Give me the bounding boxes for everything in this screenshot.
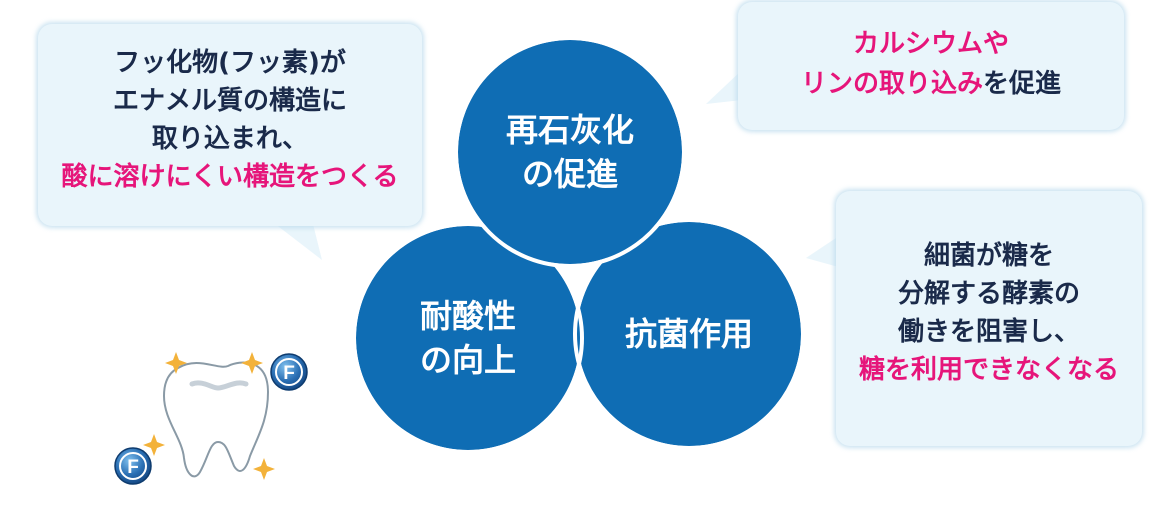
fluoride-badge-icon: F bbox=[270, 353, 308, 391]
bubble-right-tail bbox=[806, 234, 842, 268]
bubble-left-tail bbox=[270, 220, 322, 260]
bubble-top-right-rest: を促進 bbox=[983, 69, 1062, 99]
bubble-top-right-line-2: リンの取り込みを促進 bbox=[738, 64, 1124, 104]
circle-remineralization: 再石灰化 の促進 bbox=[458, 40, 682, 264]
bubble-calcium-phosphorus: カルシウムや リンの取り込みを促進 bbox=[738, 2, 1124, 130]
bubble-right-line-2: 分解する酵素の bbox=[897, 279, 1080, 309]
bubble-left-line-1: フッ化物(フッ素)が bbox=[114, 48, 346, 78]
fluoride-badge-letter: F bbox=[283, 363, 295, 384]
circle-acid-line-2: の向上 bbox=[419, 341, 516, 379]
sparkle-icon bbox=[143, 352, 275, 480]
bubble-top-right-highlight: リンの取り込み bbox=[800, 69, 983, 99]
bubble-top-right-tail bbox=[706, 70, 742, 104]
circle-acid-resistance: 耐酸性 の向上 bbox=[356, 226, 580, 450]
circle-acid-line-1: 耐酸性 bbox=[419, 297, 516, 335]
circle-remineral-line-2: の促進 bbox=[521, 155, 618, 193]
bubble-fluoride-structure: フッ化物(フッ素)が エナメル質の構造に 取り込まれ、 酸に溶けにくい構造をつく… bbox=[38, 24, 422, 226]
tooth-fluoride-illustration: F F bbox=[114, 352, 308, 485]
bubble-antibacterial-detail: 細菌が糖を 分解する酵素の 働きを阻害し、 糖を利用できなくなる bbox=[836, 191, 1142, 446]
bubble-top-right-line-1: カルシウムや bbox=[852, 29, 1009, 59]
fluoride-badge-icon: F bbox=[114, 447, 152, 485]
bubble-right-line-1: 細菌が糖を bbox=[923, 241, 1054, 271]
circle-antibac-line-1: 抗菌作用 bbox=[624, 315, 753, 353]
circle-remineral-line-1: 再石灰化 bbox=[505, 111, 634, 149]
bubble-left-highlight: 酸に溶けにくい構造をつくる bbox=[61, 162, 399, 192]
circle-antibacterial: 抗菌作用 bbox=[577, 222, 801, 446]
bubble-right-highlight: 糖を利用できなくなる bbox=[858, 355, 1119, 385]
tooth-icon bbox=[162, 361, 270, 478]
bubble-left-line-2: エナメル質の構造に bbox=[112, 86, 347, 116]
fluoride-badge-letter: F bbox=[127, 457, 139, 478]
bubble-right-line-3: 働きを阻害し、 bbox=[897, 317, 1080, 347]
bubble-left-line-3: 取り込まれ、 bbox=[151, 124, 309, 154]
